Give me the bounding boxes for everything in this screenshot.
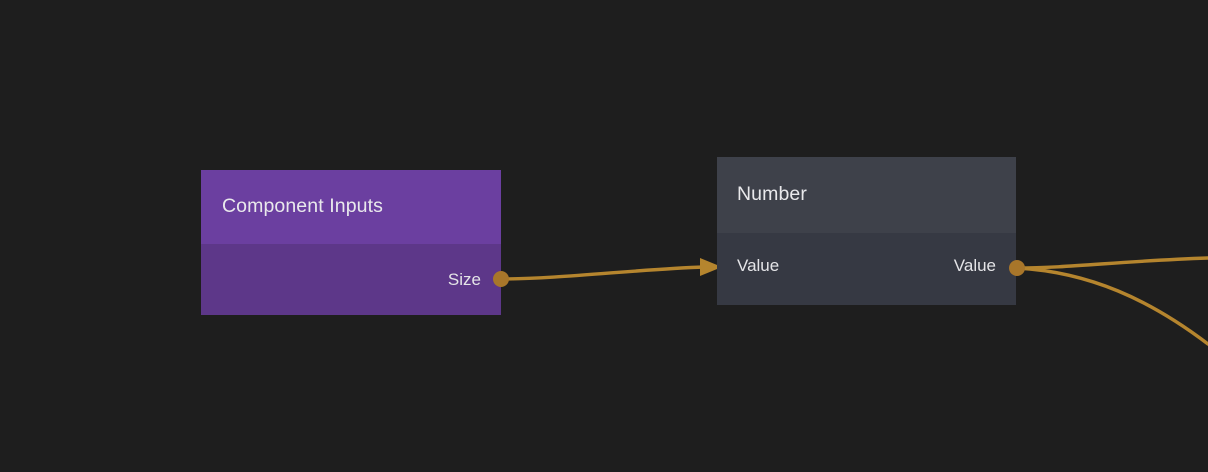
port-row-value: Value Value (717, 257, 1016, 274)
node-number[interactable]: Number Value Value (717, 157, 1016, 305)
node-number-body: Value Value (717, 233, 1016, 305)
node-component-inputs-header[interactable]: Component Inputs (201, 170, 501, 244)
port-label-size: Size (447, 270, 481, 289)
edge-size-to-value[interactable] (499, 265, 706, 281)
edge-value-out-upper[interactable] (1015, 256, 1208, 270)
node-number-header[interactable]: Number (717, 157, 1016, 233)
port-label-value-in: Value (737, 256, 780, 275)
port-size-output-dot[interactable] (493, 271, 509, 287)
port-value-output-dot[interactable] (1009, 260, 1025, 276)
node-component-inputs[interactable]: Component Inputs Size (201, 170, 501, 315)
node-component-inputs-title: Component Inputs (222, 195, 383, 218)
node-component-inputs-body: Size (201, 244, 501, 315)
port-label-value-out: Value (953, 256, 996, 275)
edge-value-out-lower[interactable] (1015, 266, 1208, 346)
port-row-size: Size (201, 271, 501, 288)
node-number-title: Number (737, 183, 807, 206)
